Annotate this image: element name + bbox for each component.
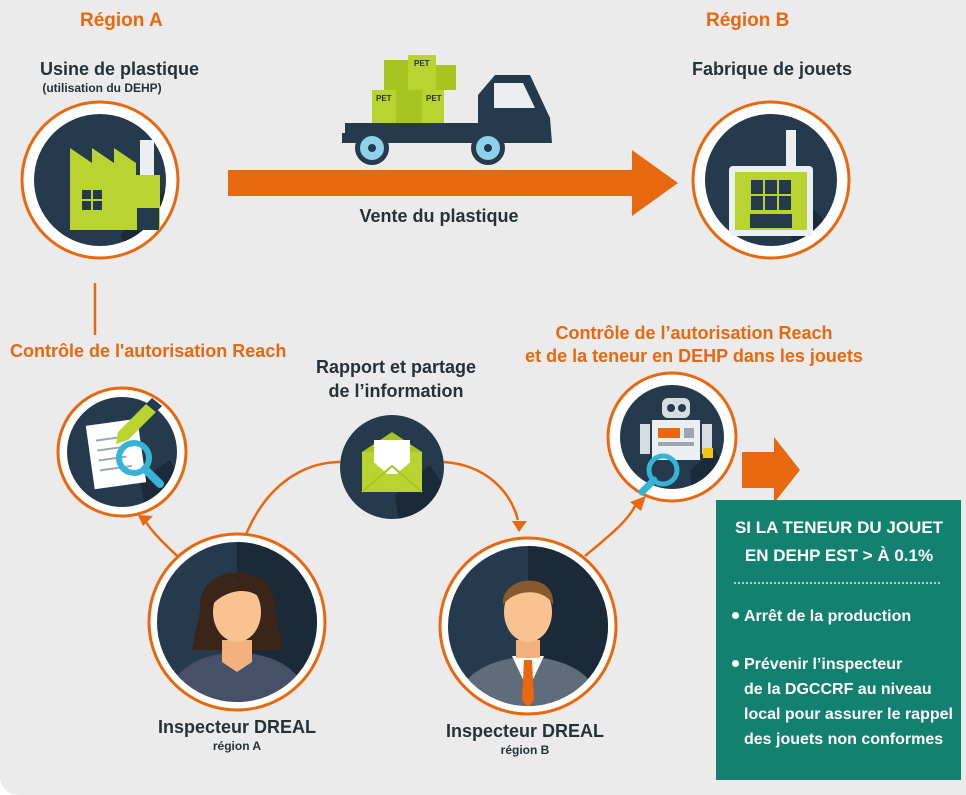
envelope-report-icon: [340, 415, 444, 519]
toy-robot-inspection-icon: [606, 371, 738, 503]
inspector-a-region: région A: [212, 739, 262, 753]
bullet-icon: [732, 612, 739, 619]
inspector-a-title: Inspecteur DREAL: [157, 717, 317, 737]
report-label-line2: de l’information: [328, 381, 464, 401]
control-a-label: Contrôle de l'autorisation Reach: [10, 341, 287, 361]
result-condition-line1: SI LA TENEUR DU JOUET: [734, 518, 944, 537]
arrowhead-to-control-a: [138, 515, 153, 526]
region-b-label: Région B: [706, 10, 790, 31]
pet-box-label: PET: [376, 94, 392, 103]
inspector-b-title: Inspecteur DREAL: [445, 721, 605, 741]
sale-caption: Vente du plastique: [359, 206, 519, 226]
control-b-label-line1: Contrôle de l’autorisation Reach: [555, 323, 833, 343]
truck-icon: [342, 55, 552, 165]
connector-arrowheads: [138, 496, 646, 532]
result-panel: SI LA TENEUR DU JOUET EN DEHP EST > À 0.…: [716, 500, 961, 780]
document-inspection-icon: [56, 386, 188, 518]
result-item-text: Prévenir l’inspecteur: [744, 656, 903, 673]
plastic-factory-icon: [20, 100, 180, 260]
inspector-man-avatar: [438, 536, 618, 716]
plastic-factory-subtitle: (utilisation du DEHP): [42, 81, 162, 95]
arrowhead-to-control-b: [630, 496, 646, 511]
result-item-text: Arrêt de la production: [744, 608, 912, 625]
result-item-text: local pour assurer le rappel: [744, 706, 953, 723]
pet-box-label: PET: [426, 94, 442, 103]
pet-box-label: PET: [414, 59, 430, 68]
plastic-factory-title: Usine de plastique: [40, 59, 200, 79]
connector-inspector-b-to-control: [584, 499, 640, 557]
toy-factory-title: Fabrique de jouets: [691, 59, 853, 79]
result-condition: SI LA TENEUR DU JOUET EN DEHP EST > À 0.…: [730, 514, 948, 570]
arrowhead-to-inspector-b: [512, 521, 527, 532]
inspector-woman-avatar: [147, 532, 327, 712]
result-item-text: des jouets non conformes: [744, 731, 944, 748]
result-item-text: de la DGCCRF au niveau: [744, 681, 932, 698]
result-separator: [734, 582, 940, 584]
connector-inspector-a-to-report: [241, 460, 341, 543]
sale-arrow: [228, 150, 678, 216]
bullet-icon: [732, 660, 739, 667]
result-item-stop-production: Arrêt de la production: [732, 604, 958, 629]
toy-factory-icon: [691, 100, 851, 260]
result-condition-line2: EN DEHP EST > À 0.1%: [744, 546, 934, 565]
connector-report-to-inspector-b: [443, 460, 520, 521]
report-label-line1: Rapport et partage: [316, 357, 477, 377]
inspector-b-region: région B: [500, 743, 550, 757]
control-b-label-line2: et de la teneur en DEHP dans les jouets: [525, 346, 863, 366]
result-item-notify-inspector: Prévenir l’inspecteur de la DGCCRF au ni…: [732, 652, 958, 752]
result-arrow: [742, 437, 800, 503]
region-a-label: Région A: [80, 10, 163, 31]
